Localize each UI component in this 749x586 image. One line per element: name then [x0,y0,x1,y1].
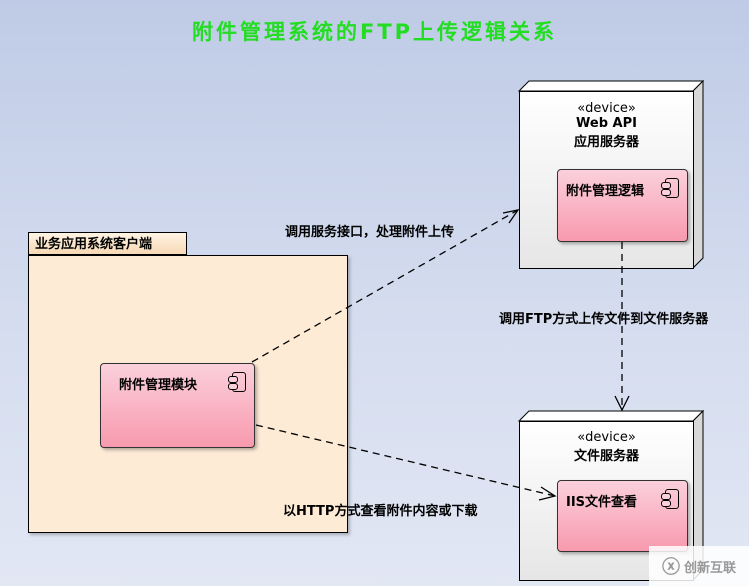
edge-label-service-call: 调用服务接口，处理附件上传 [285,225,455,240]
node-name: Web API [576,116,637,131]
watermark-logo-icon: ⓧ [661,557,680,578]
watermark-text: 创新互联 [683,560,736,576]
component-icon [661,178,679,198]
component-icon [228,372,246,392]
component-attachment-logic[interactable]: 附件管理逻辑 [557,169,688,242]
edge-label-http-view: 以HTTP方式查看附件内容或下载 [283,504,478,519]
component-attachment-module[interactable]: 附件管理模块 [100,363,255,448]
package-tab: 业务应用系统客户端 [28,232,187,255]
node-stereotype: «device» [577,430,636,445]
edge-label-ftp-upload: 调用FTP方式上传文件到文件服务器 [499,312,709,327]
component-label: 附件管理模块 [119,378,198,393]
watermark: ⓧ 创新互联 [649,546,749,586]
component-label: IIS文件查看 [566,495,638,510]
node-name-2: 应用服务器 [573,135,639,150]
component-label: 附件管理逻辑 [566,184,645,199]
diagram-title: 附件管理系统的FTP上传逻辑关系 [191,20,558,44]
component-icon [661,489,679,509]
component-iis-viewer[interactable]: IIS文件查看 [557,480,688,552]
node-name: 文件服务器 [573,449,639,464]
node-stereotype: «device» [577,101,636,116]
